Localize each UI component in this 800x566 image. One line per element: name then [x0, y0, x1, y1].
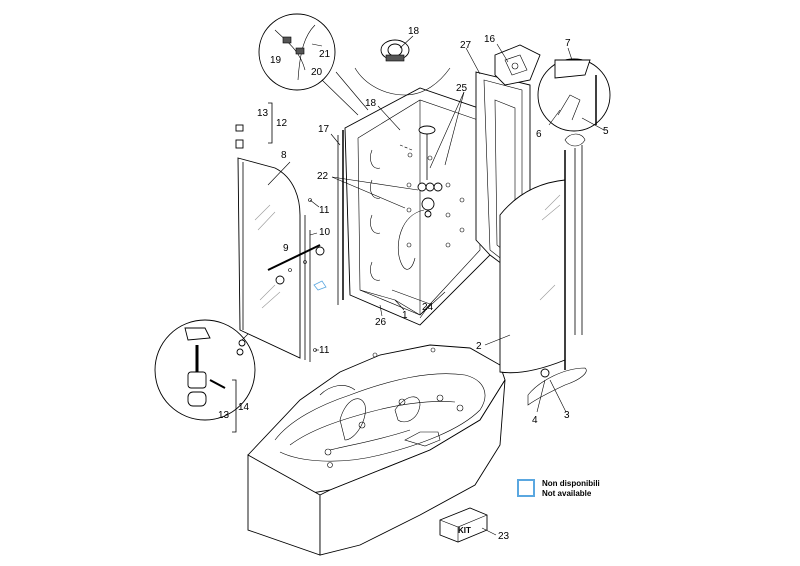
legend-swatch-not-available [517, 479, 535, 497]
legend: Non disponibili Not available [517, 479, 600, 498]
callout-13-bottom: 13 [218, 410, 230, 421]
callout-4: 4 [532, 415, 538, 426]
curved-glass-door [499, 145, 587, 406]
callout-7: 7 [565, 38, 571, 49]
callout-18-top: 18 [408, 26, 420, 37]
callout-19: 19 [270, 55, 282, 66]
shower-column [337, 87, 491, 326]
callout-23: 24 [422, 302, 434, 313]
callout-1: 1 [402, 310, 408, 321]
callout-18: 18 [365, 98, 377, 109]
callout-24: 25 [456, 83, 468, 94]
callout-21: 21 [319, 49, 331, 60]
bathtub [247, 344, 506, 556]
leader-lines [267, 35, 605, 536]
detail-circle-hinge [537, 58, 611, 147]
callout-27: 27 [460, 40, 472, 51]
kit-box: KIT [439, 507, 488, 543]
callout-16: 16 [484, 34, 496, 45]
detail-circle-hoses [258, 13, 369, 116]
callout-5: 5 [603, 126, 609, 137]
callout-13-top: 13 [257, 108, 269, 119]
legend-line-english: Not available [542, 489, 592, 498]
callout-14: 14 [238, 402, 250, 413]
callout-10: 10 [319, 227, 331, 238]
part-16-box [494, 44, 541, 86]
callout-3: 3 [564, 410, 570, 421]
callout-labels: 18 16 7 27 21 19 20 25 18 13 12 17 6 5 8… [218, 26, 609, 542]
legend-line-italian: Non disponibili [542, 479, 600, 488]
kit-label: KIT [458, 526, 471, 535]
callout-26: 23 [498, 531, 510, 542]
callout-25: 26 [375, 317, 387, 328]
callout-8: 8 [281, 150, 287, 161]
callout-9: 9 [283, 243, 289, 254]
callout-6: 6 [536, 129, 542, 140]
hinge-detail-bottom [154, 319, 256, 433]
callout-17: 17 [318, 124, 330, 135]
detail-part-18 [354, 39, 451, 96]
callout-22: 22 [317, 171, 329, 182]
callout-2: 2 [476, 341, 482, 352]
side-glass-panel [237, 157, 311, 362]
callout-11-top: 11 [319, 205, 330, 216]
hinge-parts-top [235, 102, 273, 149]
callout-11-bottom: 11 [319, 345, 330, 356]
callout-12: 12 [276, 118, 288, 129]
callout-20: 20 [311, 67, 323, 78]
handle-assembly [267, 198, 327, 352]
